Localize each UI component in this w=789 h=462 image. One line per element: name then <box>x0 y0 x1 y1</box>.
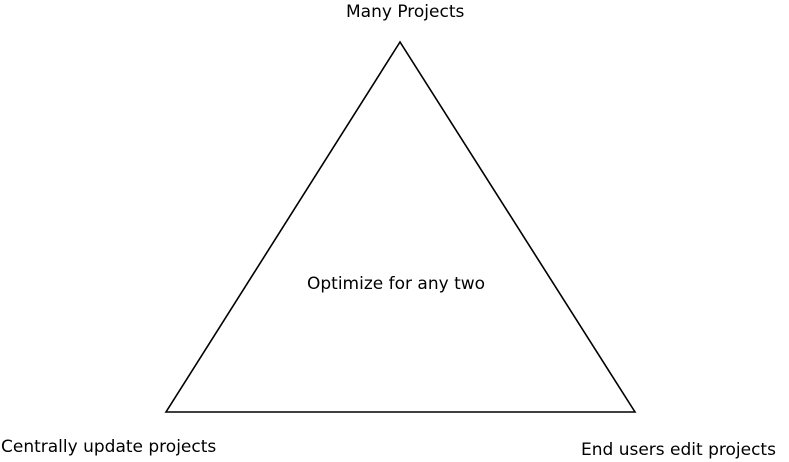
triangle-shape <box>164 40 637 413</box>
vertex-label-top: Many Projects <box>346 2 465 22</box>
center-label: Optimize for any two <box>307 274 486 294</box>
vertex-label-bottom-right: End users edit projects <box>581 440 776 460</box>
vertex-label-bottom-left: Centrally update projects <box>1 437 217 457</box>
